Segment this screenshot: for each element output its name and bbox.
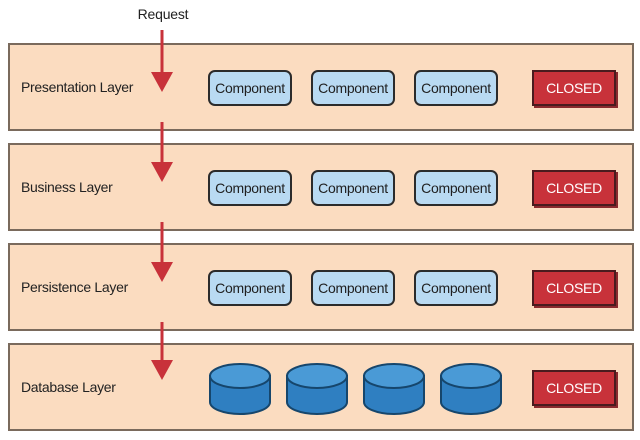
layer-label: Database Layer — [21, 379, 116, 395]
component-box: Component — [311, 170, 395, 206]
closed-badge: CLOSED — [532, 70, 616, 106]
request-label: Request — [137, 6, 189, 22]
layer-label: Persistence Layer — [21, 279, 128, 295]
database-cylinder-icon — [286, 363, 348, 415]
component-box: Component — [208, 170, 292, 206]
closed-badge: CLOSED — [532, 370, 616, 406]
component-box: Component — [414, 270, 498, 306]
component-box: Component — [208, 270, 292, 306]
closed-badge: CLOSED — [532, 270, 616, 306]
database-layer: Database Layer CLOSED — [8, 343, 634, 431]
database-cylinder-icon — [440, 363, 502, 415]
component-box: Component — [208, 70, 292, 106]
component-box: Component — [414, 170, 498, 206]
component-box: Component — [414, 70, 498, 106]
layer-label: Presentation Layer — [21, 79, 134, 95]
component-box: Component — [311, 70, 395, 106]
persistence-layer: Persistence Layer Component Component Co… — [8, 243, 634, 331]
database-cylinder-icon — [209, 363, 271, 415]
component-box: Component — [311, 270, 395, 306]
closed-badge: CLOSED — [532, 170, 616, 206]
layer-label: Business Layer — [21, 179, 113, 195]
business-layer: Business Layer Component Component Compo… — [8, 143, 634, 231]
presentation-layer: Presentation Layer Component Component C… — [8, 43, 634, 131]
database-cylinder-icon — [363, 363, 425, 415]
